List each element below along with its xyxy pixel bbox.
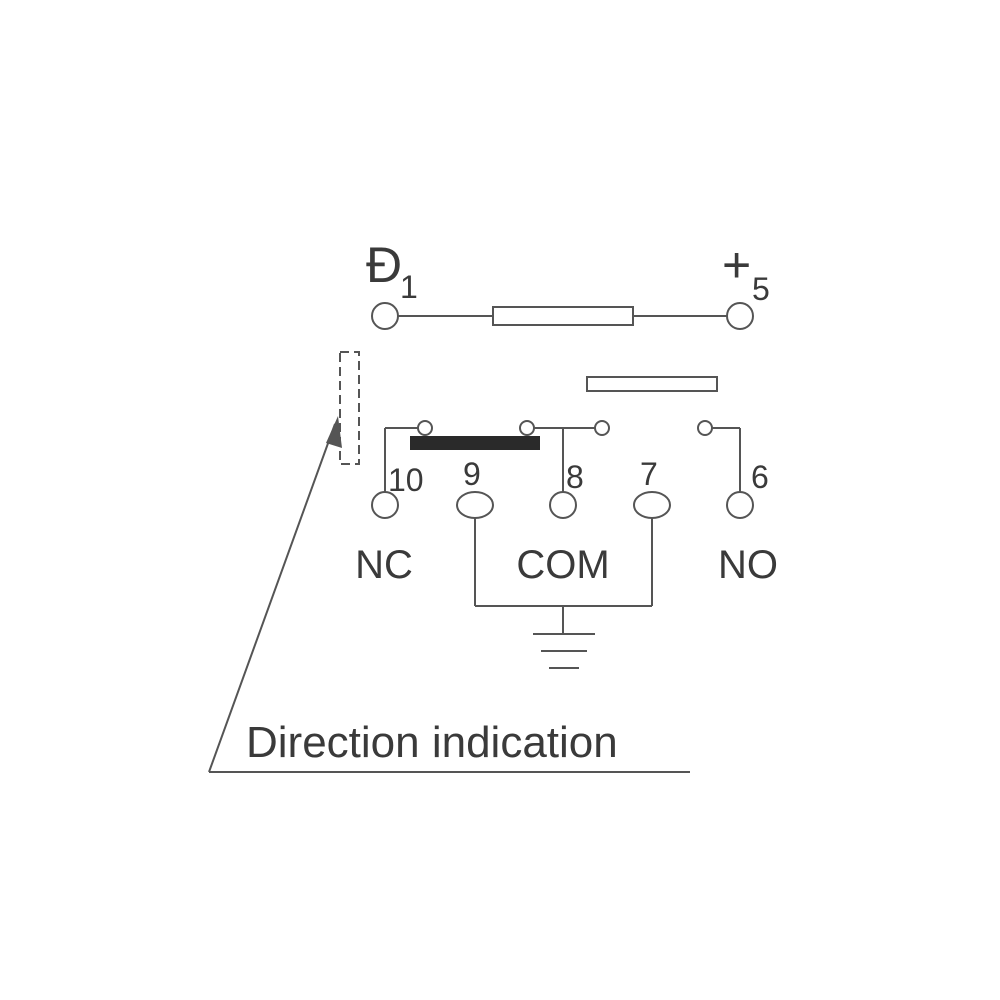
direction-arrowhead — [326, 416, 342, 448]
coil-circuit — [371, 302, 754, 330]
direction-leader — [208, 416, 690, 773]
direction-indicator-mark — [339, 351, 360, 465]
pin-6-terminal — [726, 491, 754, 519]
coil-pin-5-label: 5 — [752, 271, 770, 307]
com-contact-point — [519, 420, 535, 436]
pin-8-terminal — [549, 491, 577, 519]
direction-indication-label: Direction indication — [246, 718, 618, 767]
pin-8-label: 8 — [566, 459, 584, 495]
coil-minus-symbol: Đ — [366, 237, 402, 293]
nc-label: NC — [355, 543, 413, 587]
pin-10-terminal — [371, 491, 399, 519]
contact-circuit — [371, 420, 754, 634]
coil-pin-1-terminal — [371, 302, 399, 330]
pin-9-terminal — [456, 491, 494, 519]
no-contact-point — [697, 420, 713, 436]
nc-contact-point — [417, 420, 433, 436]
coil-plus-symbol: + — [722, 237, 751, 293]
coil-pin-1-label: 1 — [400, 269, 418, 305]
com-label: COM — [516, 543, 609, 587]
moving-contact-bar — [410, 436, 540, 450]
coil-pin-5-terminal — [726, 302, 754, 330]
pin-7-label: 7 — [640, 456, 658, 492]
pin-6-label: 6 — [751, 459, 769, 495]
pin-9-label: 9 — [463, 456, 481, 492]
no-label: NO — [718, 543, 778, 587]
coil-body — [492, 306, 634, 326]
com-contact-point-right — [594, 420, 610, 436]
ground-icon — [533, 633, 595, 669]
armature-bar — [586, 376, 718, 392]
pin-7-terminal — [633, 491, 671, 519]
pin-10-label: 10 — [388, 462, 424, 498]
